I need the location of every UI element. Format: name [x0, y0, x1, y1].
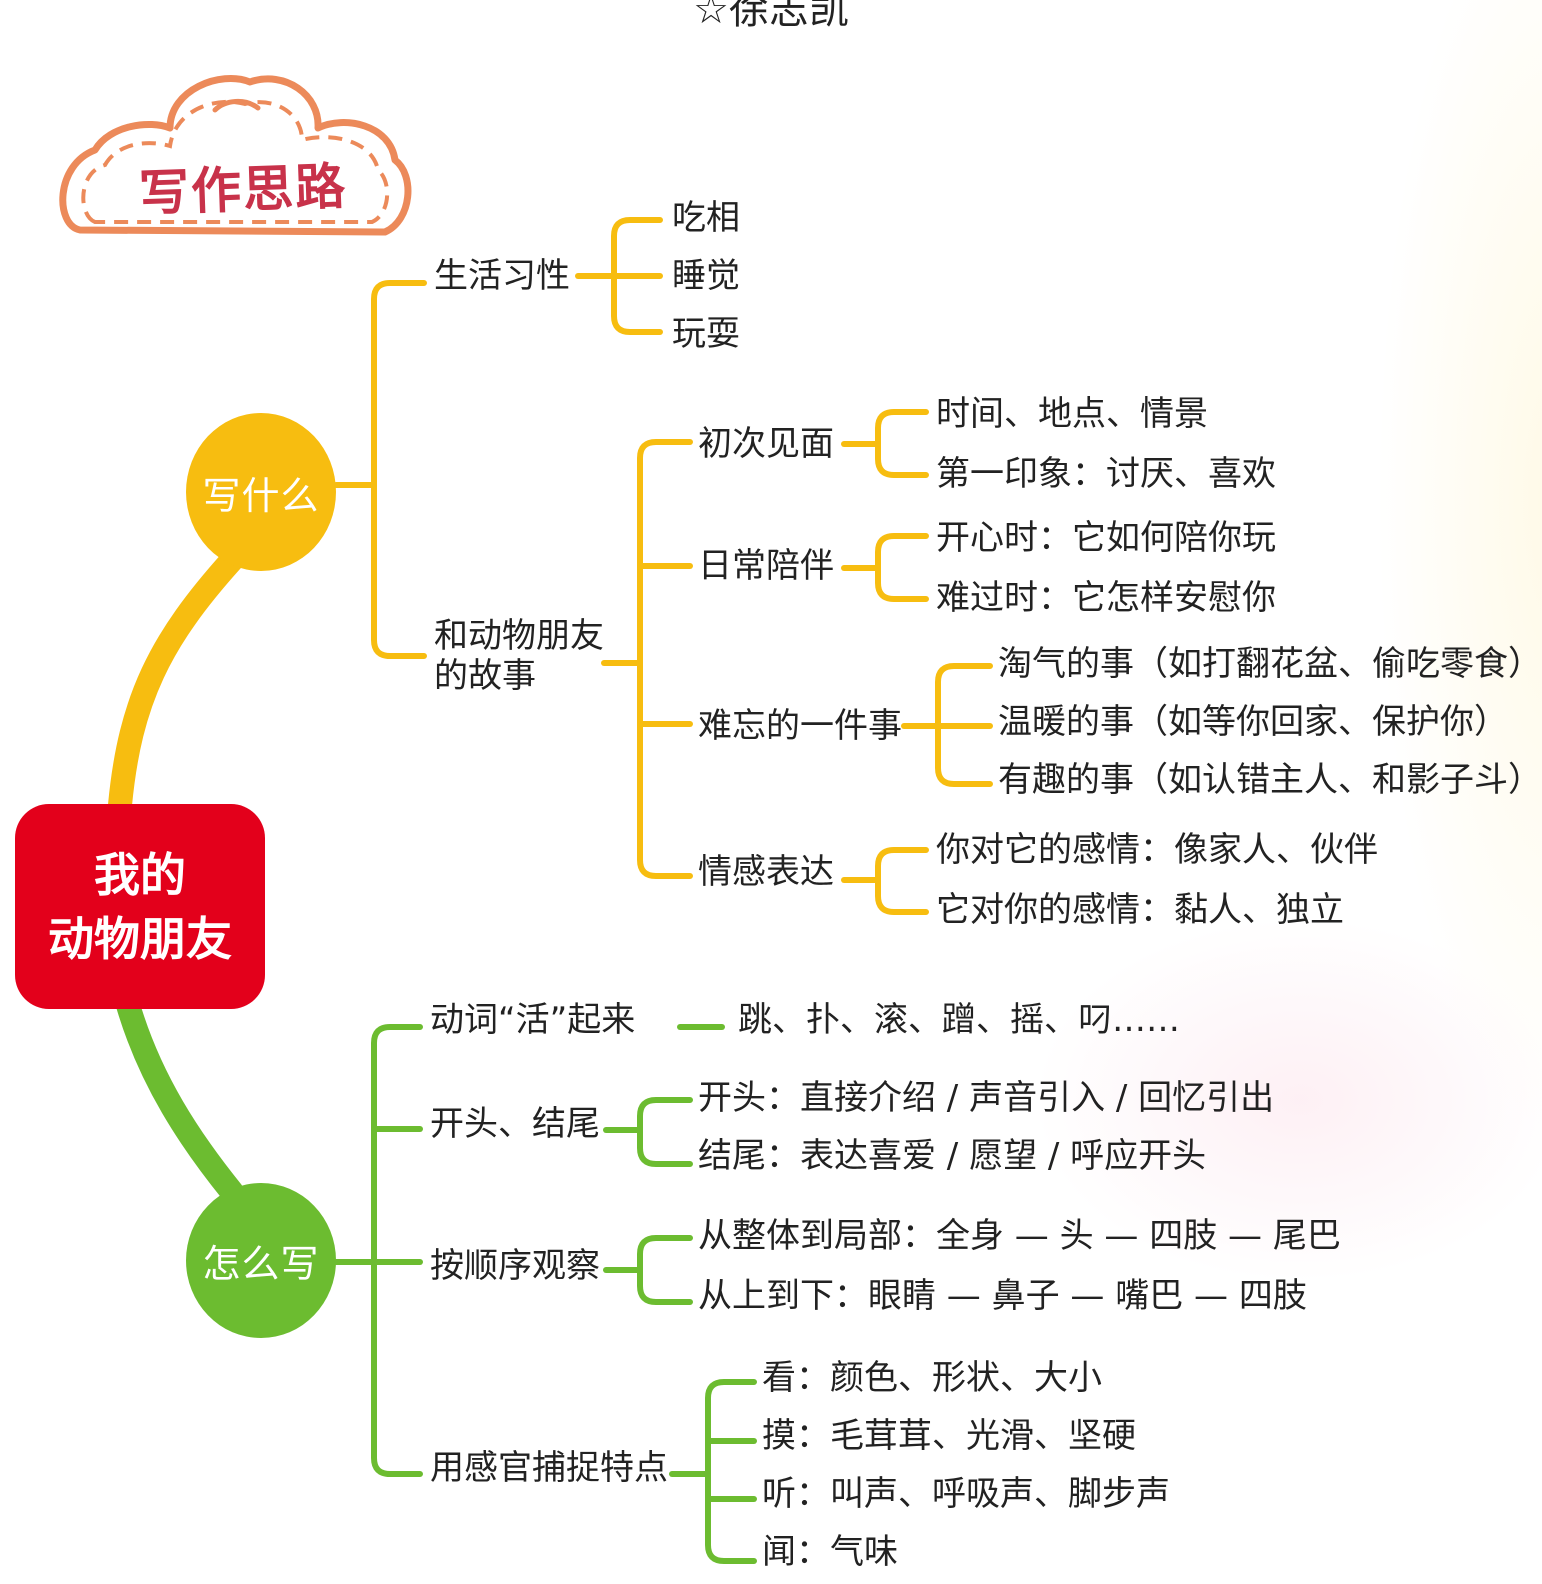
leaf-memorable-1: 淘气的事（如打翻花盆、偷吃零食）: [998, 644, 1542, 684]
leaf-memorable-3: 有趣的事（如认错主人、和影子斗）: [998, 760, 1542, 800]
leaf-daily-2: 难过时：它怎样安慰你: [936, 578, 1276, 618]
bracket-open: [640, 1100, 690, 1164]
leaf-daily-1: 开心时：它如何陪你玩: [936, 518, 1276, 558]
bracket-first: [878, 412, 926, 475]
bracket-how: [374, 1027, 420, 1474]
leaf-habit-1: 吃相: [672, 198, 740, 238]
node-senses: 用感官捕捉特点: [430, 1448, 668, 1488]
trunk-what: [120, 560, 232, 805]
node-verbs: 动词“活”起来: [430, 1000, 635, 1040]
leaf-sense-hear: 听：叫声、呼吸声、脚步声: [762, 1474, 1170, 1514]
leaf-open: 开头：直接介绍 / 声音引入 / 回忆引出: [698, 1078, 1274, 1118]
bracket-senses: [708, 1382, 754, 1561]
leaf-emotion-1: 你对它的感情：像家人、伙伴: [936, 830, 1378, 870]
node-daily: 日常陪伴: [698, 546, 834, 586]
badge-title: 写作思路: [127, 146, 359, 226]
trunk-how: [128, 1005, 232, 1192]
node-open-close: 开头、结尾: [430, 1104, 600, 1144]
center-line-1: 我的: [94, 843, 186, 907]
leaf-close: 结尾：表达喜爱 / 愿望 / 呼应开头: [698, 1136, 1206, 1176]
leaf-first-2: 第一印象：讨厌、喜欢: [936, 454, 1276, 494]
node-memorable: 难忘的一件事: [698, 706, 902, 746]
center-node: 我的 动物朋友: [15, 804, 265, 1009]
leaf-order-2: 从上到下：眼睛 — 鼻子 — 嘴巴 — 四肢: [698, 1276, 1307, 1316]
leaf-verbs: 跳、扑、滚、蹭、摇、叼……: [738, 1000, 1180, 1040]
center-line-2: 动物朋友: [48, 907, 232, 971]
leaf-order-1: 从整体到局部：全身 — 头 — 四肢 — 尾巴: [698, 1216, 1341, 1256]
node-first-meet: 初次见面: [698, 424, 834, 464]
leaf-habit-3: 玩耍: [672, 314, 740, 354]
leaf-first-1: 时间、地点、情景: [936, 394, 1208, 434]
bracket-what: [374, 283, 424, 656]
bracket-story: [640, 442, 690, 876]
author-line: ☆徐志凯: [0, 0, 1542, 32]
leaf-emotion-2: 它对你的感情：黏人、独立: [936, 890, 1344, 930]
leaf-habit-2: 睡觉: [672, 256, 740, 296]
bracket-order: [640, 1238, 690, 1302]
leaf-sense-smell: 闻：气味: [762, 1532, 898, 1572]
node-story-line-2: 的故事: [434, 656, 536, 696]
node-order: 按顺序观察: [430, 1246, 600, 1286]
branch-how-node: 怎么写: [186, 1183, 336, 1338]
bracket-daily: [878, 536, 926, 599]
leaf-sense-see: 看：颜色、形状、大小: [762, 1358, 1102, 1398]
node-habits: 生活习性: [434, 256, 570, 296]
branch-what-node: 写什么: [186, 413, 336, 571]
bracket-emotion: [878, 850, 926, 912]
node-emotion: 情感表达: [698, 852, 834, 892]
leaf-sense-touch: 摸：毛茸茸、光滑、坚硬: [762, 1416, 1136, 1456]
node-story-line-1: 和动物朋友: [434, 616, 604, 656]
leaf-memorable-2: 温暖的事（如等你回家、保护你）: [998, 702, 1508, 742]
